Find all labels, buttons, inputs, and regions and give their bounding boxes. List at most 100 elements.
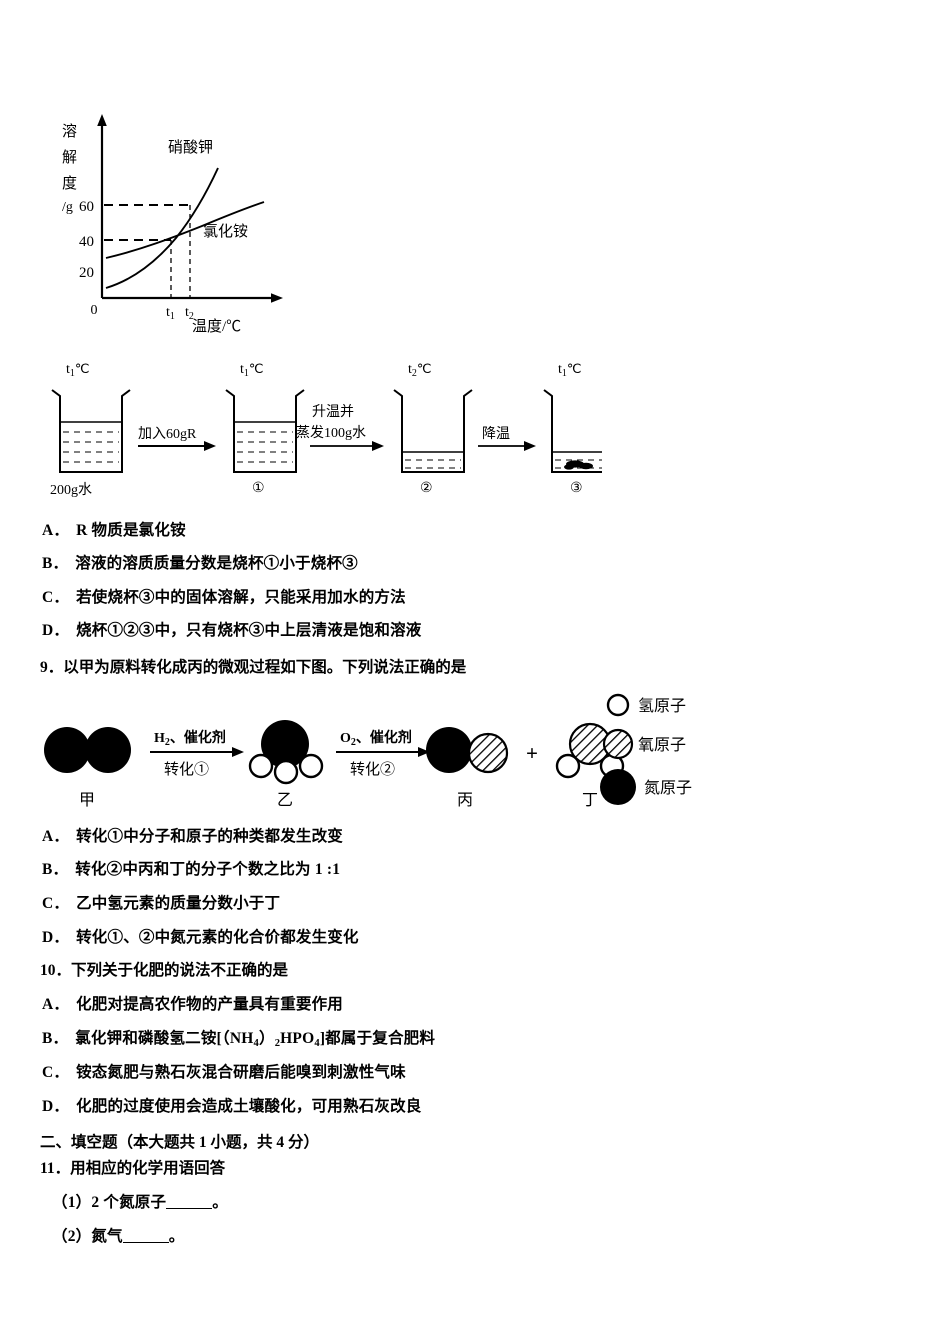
q8-option-a-label: A． [42, 522, 70, 539]
q8-option-b: B．溶液的溶质质量分数是烧杯①小于烧杯③ [42, 551, 358, 573]
yi-hydrogen-atom-2 [273, 759, 299, 785]
xtick-t1-sub: 1 [170, 311, 175, 322]
q11-item-2-label: （2） [52, 1228, 92, 1245]
q11-item-2: （2）氮气。 [52, 1224, 184, 1246]
curve-nh4cl [105, 201, 265, 259]
ytick-20: 20 [79, 265, 94, 281]
mol-jia-caption: 甲 [79, 792, 95, 809]
ytick-40: 40 [79, 234, 94, 250]
ding-hydrogen-atom-1 [555, 753, 581, 779]
q10-option-d: D．化肥的过度使用会造成土壤酸化，可用熟石灰改良 [42, 1094, 422, 1116]
arrow-conv-2-top-main: O [340, 731, 351, 746]
ylabel-char-2: 度 [62, 175, 77, 192]
q10-option-c: C． 铵态氮肥与熟石灰混合研磨后能嗅到刺激性气味 [42, 1060, 406, 1082]
q10-stem: 10．下列关于化肥的说法不正确的是 [40, 958, 288, 980]
mol-ding-caption: 丁 [582, 792, 598, 809]
q8-option-d: D． 烧杯①②③中，只有烧杯③中上层清液是饱和溶液 [42, 618, 422, 640]
legend-oxygen-label: 氧原子 [638, 736, 686, 754]
arrow-add-label: 加入60gR [138, 426, 197, 442]
beaker-2-temp: t2℃ [408, 361, 432, 379]
q10-option-b-text-mid2: HPO [280, 1030, 315, 1047]
xtick-t2-sub: 2 [189, 311, 194, 322]
curve-label-nh4cl: 氯化铵 [203, 223, 248, 240]
arrow-cool-label: 降温 [482, 426, 510, 442]
arrow-conv-1-top-main: H [154, 731, 165, 746]
q11-item-1-blank[interactable] [166, 1194, 213, 1209]
q9-stem-text: 以甲为原料转化成丙的微观过程如下图。下列说法正确的是 [63, 659, 467, 676]
q11-item-1: （1）2 个氮原子。 [52, 1190, 228, 1212]
q9-option-a-text: 转化①中分子和原子的种类都发生改变 [76, 828, 343, 845]
q9-option-d-label: D． [42, 929, 70, 946]
q9-option-b-label: B． [42, 861, 69, 878]
yi-hydrogen-atom-1 [248, 753, 274, 779]
q10-option-c-text: 铵态氮肥与熟石灰混合研磨后能嗅到刺激性气味 [76, 1064, 406, 1081]
q9-option-b: B． 转化②中丙和丁的分子个数之比为 1 :1 [42, 857, 340, 879]
arrow-conv-2-top-sub: 2 [351, 737, 356, 748]
arrow-conv-1: H2、催化剂 转化① [150, 729, 244, 778]
ylabel-char-3: /g [62, 200, 73, 215]
mol-bing-caption: 丙 [457, 792, 473, 809]
curve-label-kno3: 硝酸钾 [168, 139, 213, 156]
xtick-t1-group: t1 [166, 305, 175, 322]
arrow-conv-2: O2、催化剂 转化② [336, 729, 430, 778]
legend-nitrogen-label: 氮原子 [644, 779, 692, 797]
arrow-evaporate-line1: 升温并 [312, 404, 354, 420]
xtick-t2-main: t [185, 305, 189, 320]
beaker-0-shell [51, 389, 131, 473]
q11-stem-text: 用相应的化学用语回答 [70, 1160, 226, 1177]
mol-ding: 丁 [555, 722, 625, 809]
beaker-process-svg: t1℃ 200g水 加入60gR t1℃ ① [50, 361, 623, 498]
arrow-conv-2-top: O2、催化剂 [340, 729, 412, 748]
section2-heading: 二、填空题（本大题共 1 小题，共 4 分） [40, 1134, 320, 1151]
q11-item-2-text: 氮气 [91, 1228, 123, 1245]
q8-option-c-text: 若使烧杯③中的固体溶解，只能采用加水的方法 [76, 589, 406, 606]
q9-microscopic-svg: 甲 H2、催化剂 转化① 乙 O2、催化剂 [44, 693, 692, 809]
q11-item-2-blank[interactable] [122, 1228, 169, 1243]
q9-option-c-label: C． [42, 895, 70, 912]
arrow-conv-1-top-rest: 、催化剂 [170, 729, 226, 746]
legend-oxygen-icon [602, 728, 634, 760]
beaker-0 [51, 389, 131, 473]
beaker-1-caption: ① [252, 481, 265, 496]
q9-option-a: A．转化①中分子和原子的种类都发生改变 [42, 824, 343, 846]
beaker-3 [543, 389, 623, 473]
q9-option-b-text: 转化②中丙和丁的分子个数之比为 1 :1 [75, 861, 341, 878]
beaker-3-temp: t1℃ [558, 361, 582, 379]
q9-option-c: C． 乙中氢元素的质量分数小于丁 [42, 891, 280, 913]
ylabel-char-1: 解 [62, 149, 77, 166]
beaker-3-solid-precipitate [564, 460, 593, 470]
origin-label: 0 [91, 303, 98, 318]
bing-nitrogen-atom [426, 727, 472, 773]
solubility-chart-svg: 60 40 20 0 t1 t2 溶 解 度 /g 温度/℃ 硝酸钾 氯化铵 [62, 114, 283, 335]
q10-option-a-text: 化肥对提高农作物的产量具有重要作用 [76, 996, 343, 1013]
arrow-conv-2-top-rest: 、催化剂 [356, 729, 412, 746]
q10-option-b-sub2: 2 [274, 1037, 281, 1049]
x-axis-arrowhead [271, 293, 283, 303]
q9-option-c-text: 乙中氢元素的质量分数小于丁 [76, 895, 281, 912]
q10-option-b-text-pre: 氯化钾和磷酸氢二铵[（NH [75, 1030, 254, 1047]
q11-item-1-label: （1） [52, 1194, 92, 1211]
q10-option-c-label: C． [42, 1064, 70, 1081]
legend-hydrogen-icon [606, 693, 630, 717]
arrow-conv-1-top: H2、催化剂 [154, 729, 226, 748]
arrow-cool: 降温 [478, 426, 536, 451]
jia-nitrogen-atom-1 [44, 727, 90, 773]
q8-option-c-label: C． [42, 589, 70, 606]
q10-option-d-label: D． [42, 1098, 70, 1115]
q8-option-d-label: D． [42, 622, 70, 639]
beaker-1 [225, 389, 305, 473]
q8-option-d-text: 烧杯①②③中，只有烧杯③中上层清液是饱和溶液 [76, 622, 422, 639]
arrow-evaporate-line2: 蒸发100g水 [296, 425, 366, 441]
beaker-2-caption: ② [420, 481, 433, 496]
q10-option-a: A．化肥对提高农作物的产量具有重要作用 [42, 992, 343, 1014]
q9-option-d-text: 转化①、②中氮元素的化合价都发生变化 [76, 929, 359, 946]
plus-sign: + [526, 741, 538, 765]
xtick-t2-group: t2 [185, 305, 194, 322]
beaker-1-shell [225, 389, 305, 473]
bing-oxygen-atom [467, 732, 509, 774]
q8-option-b-text: 溶液的溶质质量分数是烧杯①小于烧杯③ [75, 555, 358, 572]
q9-option-d: D． 转化①、②中氮元素的化合价都发生变化 [42, 925, 359, 947]
q11-item-1-text: 2 个氮原子 [91, 1194, 167, 1211]
q10-option-b-text-mid: ） [258, 1030, 275, 1047]
